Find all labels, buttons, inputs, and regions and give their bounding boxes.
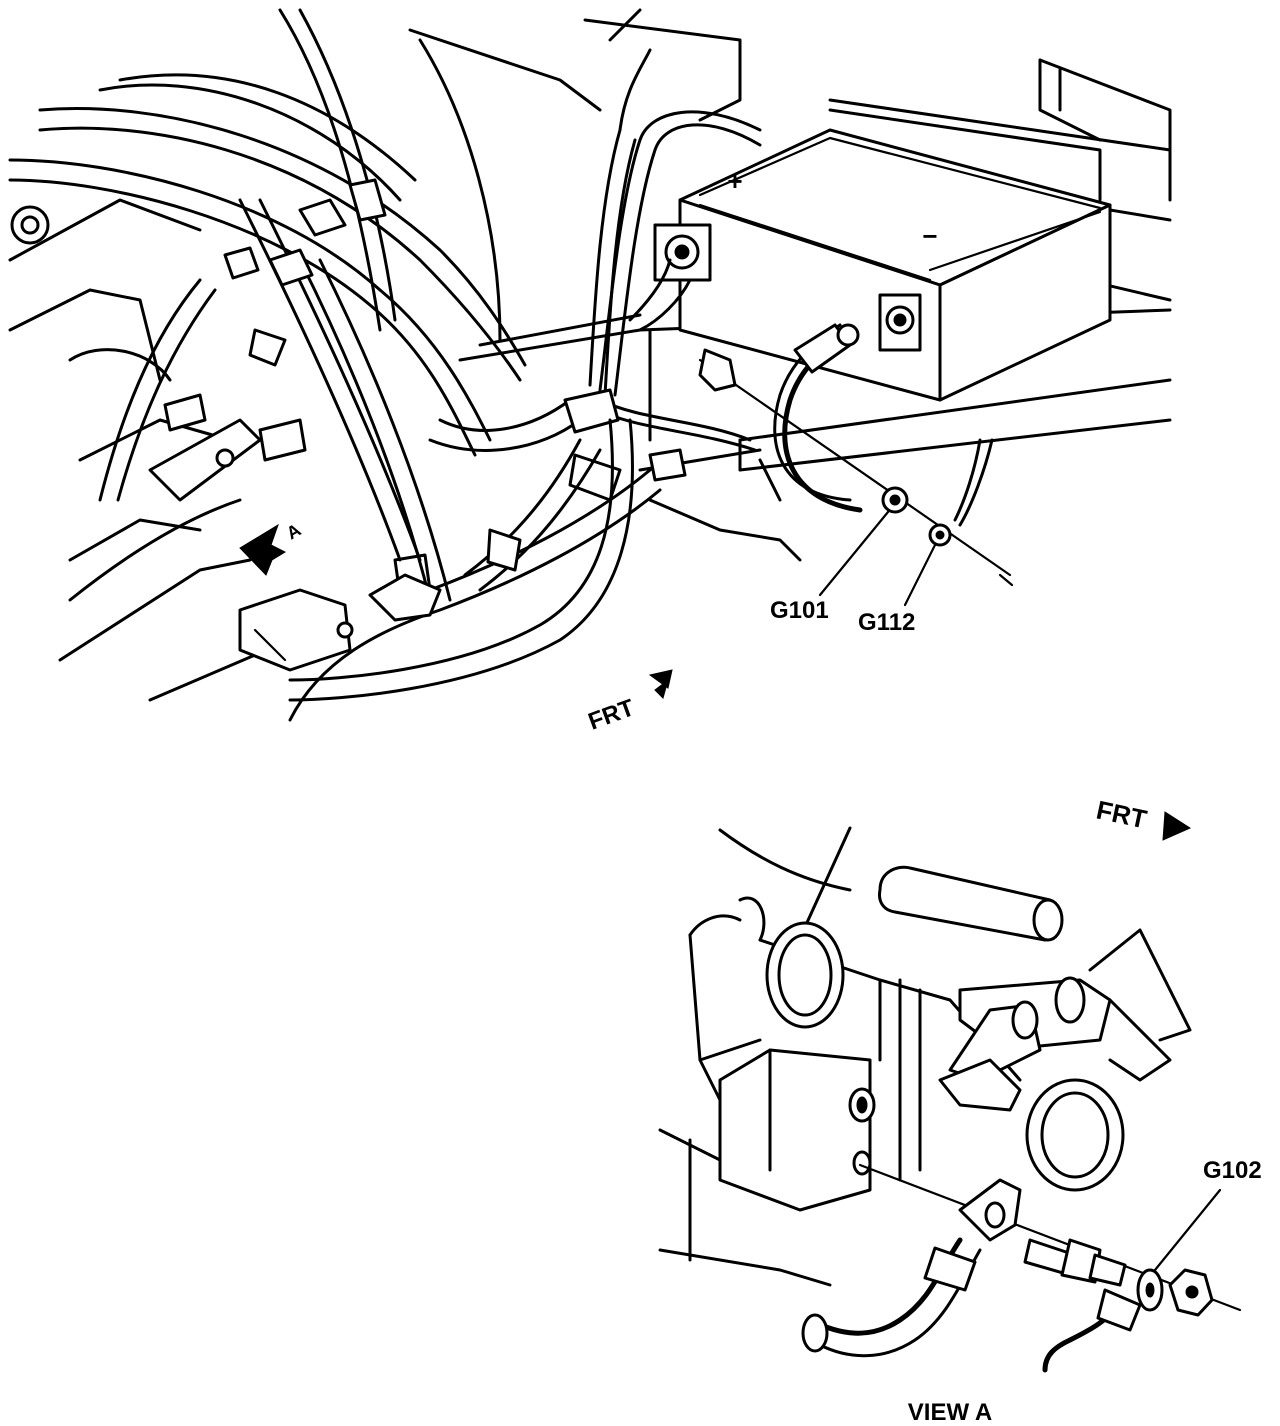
g112-label: G112	[858, 609, 915, 636]
ground-bolt	[698, 348, 737, 392]
g102-label: G102	[1203, 1157, 1262, 1184]
front-arrow-view-a-icon	[1162, 811, 1192, 841]
g101-label: G101	[770, 597, 829, 624]
battery-positive-mark: +	[727, 166, 742, 196]
g102-callout: G102	[1153, 1157, 1262, 1272]
battery: + −	[653, 128, 1112, 402]
negative-battery-cable	[773, 323, 863, 513]
front-indicator-upper: FRT	[585, 669, 673, 736]
lower-bracket	[238, 573, 442, 672]
g102-ground-assembly	[801, 1163, 1242, 1373]
wiring-harness	[428, 48, 762, 502]
front-label-upper: FRT	[585, 694, 638, 735]
view-a-detail: FRT	[658, 795, 1262, 1426]
upper-tube	[878, 865, 1062, 942]
ground-studs-g101-g112	[698, 348, 1014, 587]
view-a-caption: VIEW A	[908, 1399, 992, 1426]
view-a-arrow-label: A	[283, 520, 304, 544]
view-a-arrow: A	[239, 520, 304, 576]
front-label-view-a: FRT	[1094, 795, 1150, 835]
front-indicator-view-a: FRT	[1094, 795, 1192, 841]
engine-compartment-view: + −	[8, 8, 1172, 736]
engine-block	[658, 826, 1192, 1287]
engine-left-side	[8, 73, 527, 702]
ground-labels-upper: G101 G112	[770, 510, 937, 636]
battery-negative-mark: −	[922, 221, 937, 251]
